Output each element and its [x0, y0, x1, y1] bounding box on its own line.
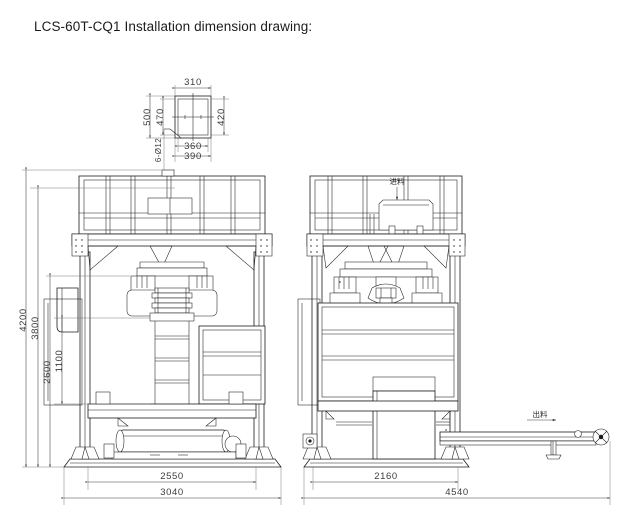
- dim-2160-label: 2160: [374, 471, 398, 482]
- dim-4540-label: 4540: [445, 487, 469, 498]
- front-view: 4200 3800 2600 1100 2550: [18, 167, 282, 505]
- dim-310-label: 310: [184, 77, 202, 88]
- dim-3040-label: 3040: [160, 487, 184, 498]
- feed-in-label: 进料: [390, 176, 405, 186]
- annotation-feed-out: 出料: [527, 409, 556, 422]
- side-view: 进料 出料 2160 4540: [297, 175, 611, 505]
- page-title: LCS-60T-CQ1 Installation dimension drawi…: [34, 19, 313, 34]
- dim-2600-label: 2600: [42, 360, 53, 384]
- dim-390: 390: [172, 138, 212, 162]
- feed-out-label: 出料: [533, 409, 548, 419]
- dim-4200-label: 4200: [18, 308, 29, 332]
- base-plate-hole-detail: 310 500 470 420: [142, 77, 229, 170]
- dim-360: 360: [175, 138, 209, 152]
- dim-420-label: 420: [216, 108, 227, 126]
- dim-390-label: 390: [184, 151, 202, 162]
- dim-500-label: 500: [142, 108, 153, 126]
- hole-note-label: 6-Ø12: [154, 138, 163, 162]
- dim-420: 420: [211, 96, 229, 136]
- dim-470: 470: [155, 96, 175, 136]
- dim-360-label: 360: [184, 141, 202, 152]
- dim-310: 310: [172, 77, 212, 96]
- outfeed-conveyor: [439, 428, 610, 460]
- dim-500: 500: [142, 93, 175, 139]
- dim-3800-label: 3800: [30, 316, 41, 340]
- front-view-horizontal-dimensions: 2550 3040: [61, 467, 282, 505]
- annotation-feed-in: 进料: [390, 176, 405, 200]
- dim-1100-label: 1100: [54, 350, 65, 373]
- front-view-vertical-dimensions: 4200 3800 2600 1100: [18, 167, 175, 468]
- dim-2550-label: 2550: [160, 471, 184, 482]
- side-view-horizontal-dimensions: 2160 4540: [301, 441, 611, 505]
- dim-470-label: 470: [155, 108, 166, 126]
